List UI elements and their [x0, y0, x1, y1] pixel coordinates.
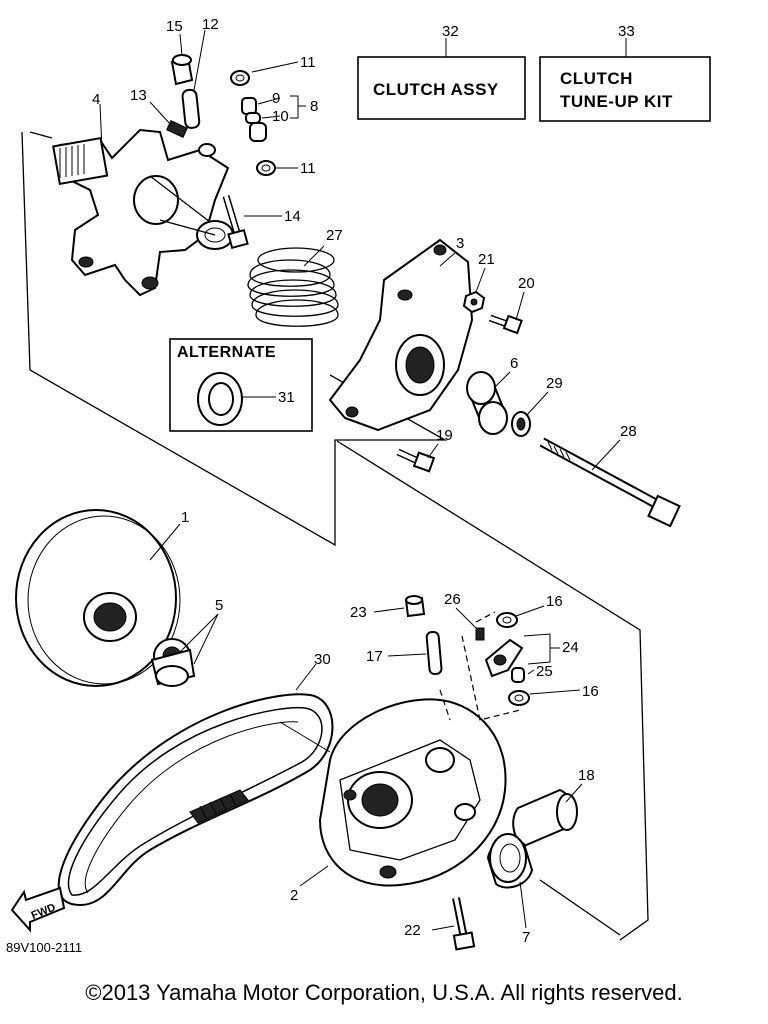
label-6: 6: [510, 355, 518, 372]
label-23: 23: [350, 604, 367, 621]
label-12: 12: [202, 16, 219, 33]
part-1-sheave: [15, 509, 181, 687]
label-16-lower: 16: [582, 683, 599, 700]
part-22-bolt: [452, 897, 476, 951]
diagram-code: 89V100-2111: [6, 940, 82, 955]
clutch-assy-box: CLUTCH ASSY: [357, 56, 526, 120]
part-18-shell: [512, 788, 578, 848]
part-19-bolt: [396, 448, 436, 473]
tuneup-kit-label-line1: CLUTCH: [560, 69, 633, 88]
part-16-upper-washer: [496, 612, 518, 628]
label-25: 25: [536, 663, 553, 680]
label-28: 28: [620, 423, 637, 440]
part-30-belt: [57, 693, 334, 907]
clutch-assy-label: CLUTCH ASSY: [373, 80, 499, 99]
label-13: 13: [130, 87, 147, 104]
label-30: 30: [314, 651, 331, 668]
label-26: 26: [444, 591, 461, 608]
leader-lines: [99, 29, 621, 931]
part-4-spider-hub: [52, 128, 234, 297]
copyright-notice: ©2013 Yamaha Motor Corporation, U.S.A. A…: [85, 980, 683, 1005]
tuneup-kit-label-line2: TUNE-UP KIT: [560, 92, 673, 111]
part-26-pin: [475, 627, 485, 641]
part-9-10-rollers: [241, 97, 267, 142]
label-29: 29: [546, 375, 563, 392]
label-10: 10: [272, 108, 289, 125]
fwd-arrow-icon: FWD: [10, 886, 66, 933]
label-14: 14: [284, 208, 301, 225]
label-15: 15: [166, 18, 183, 35]
part-29-collar: [511, 411, 531, 437]
label-18: 18: [578, 767, 595, 784]
alternate-box: ALTERNATE: [169, 338, 313, 432]
part-11-upper-washer: [230, 70, 250, 86]
part-21-nut: [462, 290, 486, 314]
label-7: 7: [522, 929, 530, 946]
part-23-cap: [404, 595, 426, 618]
part-15-cap: [170, 54, 194, 86]
part-24-weight-arm: [484, 638, 524, 678]
part-11-lower-washer: [256, 160, 276, 176]
label-17: 17: [366, 648, 383, 665]
part-27-spring: [247, 247, 339, 327]
clutch-tuneup-kit-box: CLUTCH TUNE-UP KIT: [539, 56, 711, 122]
part-17-pin: [425, 630, 443, 676]
label-5: 5: [215, 597, 223, 614]
part-28-long-bolt: [539, 437, 681, 528]
label-9: 9: [272, 90, 280, 107]
part-13-screw: [166, 120, 188, 138]
part-12-pin: [181, 88, 201, 129]
part-14-bolt: [222, 194, 249, 250]
label-8: 8: [310, 98, 318, 115]
part-2-main-body: [318, 698, 507, 887]
label-1: 1: [181, 509, 189, 526]
label-24: 24: [562, 639, 579, 656]
label-21: 21: [478, 251, 495, 268]
label-31: 31: [278, 389, 295, 406]
part-6-bushing: [466, 371, 508, 435]
part-16-lower-washer: [508, 690, 530, 706]
label-2: 2: [290, 887, 298, 904]
part-3-cover: [328, 238, 474, 432]
alternate-label: ALTERNATE: [177, 344, 276, 361]
label-4: 4: [92, 91, 100, 108]
part-number-labels: 32 33 15 12 11 4 13 9 8 10 11 14 27 3 21…: [92, 16, 637, 946]
label-3: 3: [456, 235, 464, 252]
part-5-collars: [150, 638, 196, 687]
label-11-upper: 11: [300, 54, 316, 71]
exploded-parts-diagram: CLUTCH ASSY CLUTCH TUNE-UP KIT ALTERNATE: [6, 16, 711, 955]
part-7-bushing: [486, 833, 534, 889]
label-32: 32: [442, 23, 459, 40]
label-33: 33: [618, 23, 635, 40]
part-20-bolt: [488, 314, 523, 335]
label-20: 20: [518, 275, 535, 292]
label-16-upper: 16: [546, 593, 563, 610]
part-25-roller: [511, 667, 525, 683]
label-19: 19: [436, 427, 453, 444]
label-11-lower: 11: [300, 160, 316, 177]
label-22: 22: [404, 922, 421, 939]
label-27: 27: [326, 227, 343, 244]
